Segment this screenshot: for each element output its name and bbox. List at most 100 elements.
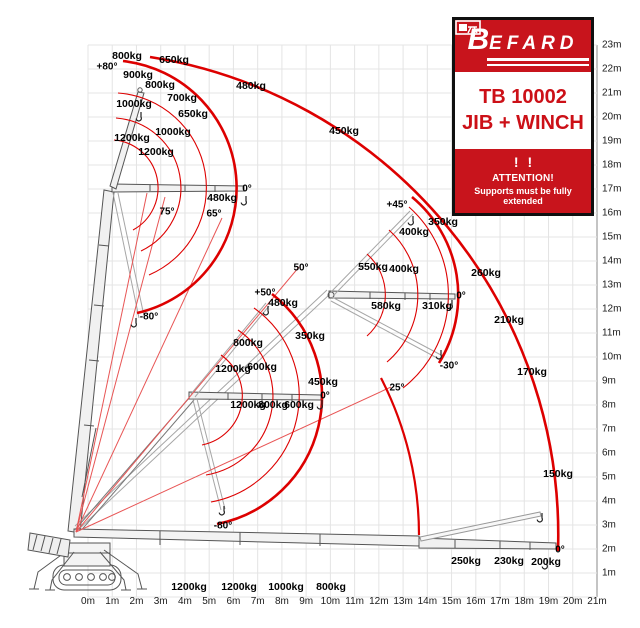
y-axis-tick-label: 10m — [602, 351, 622, 363]
hook-icon — [407, 215, 414, 226]
capacity-curves — [75, 55, 560, 552]
y-axis-tick-label: 2m — [602, 543, 616, 555]
angle-label: 50° — [293, 262, 309, 274]
boom-horizontal-icon — [73, 511, 557, 550]
load-label: 480kg — [236, 80, 266, 92]
load-label: 150kg — [543, 468, 573, 480]
load-label: 800kg — [233, 337, 263, 349]
angle-label: 0° — [555, 544, 565, 556]
y-axis-tick-label: 7m — [602, 423, 616, 435]
load-label: 1200kg — [138, 146, 174, 158]
angle-label: -30° — [439, 360, 459, 372]
x-axis-tick-label: 13m — [393, 596, 413, 607]
warning-text: Supports must be fully extended — [474, 186, 572, 206]
x-axis-tick-label: 10m — [320, 596, 341, 607]
load-label: 450kg — [329, 125, 359, 137]
exclamation-icon: ! — [527, 154, 533, 170]
load-label: 400kg — [389, 263, 419, 275]
load-label: 210kg — [494, 314, 524, 326]
y-axis-tick-label: 20m — [602, 111, 622, 123]
angle-label: 0° — [320, 390, 330, 402]
x-axis-tick-label: 16m — [466, 596, 486, 607]
load-label: 250kg — [451, 555, 481, 567]
load-label: 1200kg — [230, 399, 266, 411]
load-label: 350kg — [428, 216, 458, 228]
y-axis-tick-label: 23m — [602, 39, 622, 51]
hook-icon — [435, 349, 442, 360]
x-axis-tick-label: 20m — [563, 596, 583, 607]
load-label: 800kg — [112, 50, 142, 62]
angle-label: +45° — [386, 199, 408, 211]
angle-label: +50° — [254, 287, 276, 299]
load-label: 550kg — [358, 261, 388, 273]
x-axis-tick-label: 18m — [514, 596, 535, 607]
x-axis-tick-label: 8m — [274, 596, 289, 607]
y-axis-tick-label: 1m — [602, 567, 616, 579]
y-axis-tick-label: 12m — [602, 303, 622, 315]
x-axis-tick-label: 2m — [129, 596, 144, 607]
y-axis-tick-label: 6m — [602, 447, 616, 459]
y-axis-tick-label: 9m — [602, 375, 616, 387]
load-label: 1200kg — [114, 132, 150, 144]
angle-label: +80° — [96, 61, 118, 73]
x-axis-tick-label: 14m — [417, 596, 438, 607]
load-label: 260kg — [471, 267, 501, 279]
load-label: 700kg — [167, 92, 197, 104]
x-axis-tick-label: 21m — [587, 596, 607, 607]
boom-80-icon — [67, 87, 245, 534]
load-label: 350kg — [295, 330, 325, 342]
y-axis-tick-label: 19m — [602, 135, 622, 147]
y-axis-tick-label: 16m — [602, 207, 622, 219]
x-axis-tick-label: 5m — [202, 596, 217, 607]
y-axis-tick-label: 3m — [602, 519, 616, 531]
x-axis-tick-label: 15m — [441, 596, 462, 607]
load-label: 400kg — [399, 226, 429, 238]
y-axis-tick-label: 17m — [602, 183, 622, 195]
x-axis-tick-label: 3m — [153, 596, 168, 607]
load-label: 800kg — [145, 79, 175, 91]
load-label: 1000kg — [268, 581, 304, 593]
load-label: 480kg — [207, 192, 237, 204]
angle-label: 0° — [456, 290, 466, 302]
load-label: 310kg — [422, 300, 452, 312]
angle-label: 65° — [206, 208, 222, 220]
y-axis-tick-label: 18m — [602, 159, 622, 171]
y-axis-tick-label: 13m — [602, 279, 622, 291]
brand-rest: EFARD — [489, 33, 579, 54]
x-axis-tick-label: 12m — [369, 596, 389, 607]
logo-underline — [487, 63, 589, 66]
angle-label: 0° — [242, 183, 252, 195]
outrigger-support-icon — [455, 20, 481, 35]
logo-underline — [487, 58, 589, 61]
model-variant: JIB + WINCH — [462, 112, 584, 134]
boom-45-icon — [74, 210, 456, 531]
x-axis-tick-label: 4m — [177, 596, 192, 607]
load-label: 580kg — [371, 300, 401, 312]
boom-angle-lines — [75, 192, 392, 533]
y-axis-tick-label: 22m — [602, 63, 622, 75]
envelope-arcs — [122, 55, 560, 552]
load-label: 650kg — [159, 54, 189, 66]
angle-label: 75° — [159, 206, 175, 218]
y-axis-tick-label: 14m — [602, 255, 622, 267]
x-axis-tick-label: 6m — [226, 596, 241, 607]
model-title: TB 10002 JIB + WINCH — [455, 72, 591, 149]
y-axis-tick-label: 11m — [602, 327, 621, 339]
x-axis-tick-label: 0m — [81, 596, 95, 607]
load-label: 900kg — [123, 69, 153, 81]
load-label: 1000kg — [155, 126, 191, 138]
y-axis-tick-label: 21m — [602, 87, 622, 99]
exclamation-icon: ! — [513, 154, 519, 170]
angle-label: 25° — [389, 382, 405, 394]
x-axis-tick-label: 11m — [345, 596, 364, 607]
load-label: 1000kg — [116, 98, 152, 110]
brand-initial: B — [467, 23, 490, 56]
angle-label: -80° — [139, 311, 159, 323]
load-label: 600kg — [247, 361, 277, 373]
x-axis-tick-label: 9m — [299, 596, 314, 607]
load-label: 170kg — [517, 366, 547, 378]
y-axis-tick-label: 15m — [602, 231, 622, 243]
